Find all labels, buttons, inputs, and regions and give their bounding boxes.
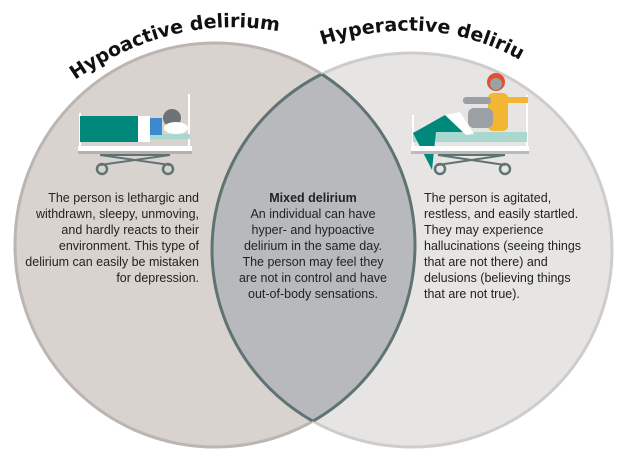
agitated-patient-bed-icon <box>411 73 529 176</box>
mixed-section: Mixed delirium An individual can have hy… <box>238 190 388 302</box>
lying-patient-bed-icon <box>78 94 192 176</box>
hyperactive-description: The person is agitated, restless, and ea… <box>424 191 582 301</box>
mixed-title: Mixed delirium <box>269 191 357 205</box>
mixed-overlap <box>212 53 415 447</box>
mixed-description: An individual can have hyper- and hypoac… <box>238 207 388 301</box>
hypoactive-description: The person is lethargic and withdrawn, s… <box>25 191 199 285</box>
